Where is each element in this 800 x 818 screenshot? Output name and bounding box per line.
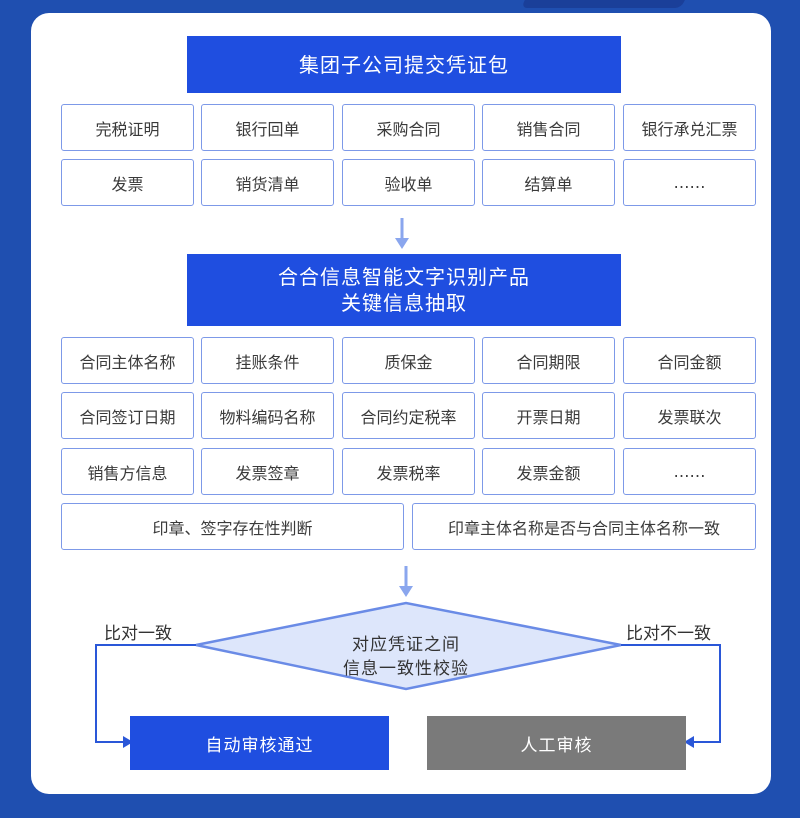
field-cell: 发票税率: [342, 448, 475, 495]
field-cell: 发票签章: [201, 448, 334, 495]
document-cell: 完税证明: [61, 104, 194, 151]
field-cell: ……: [623, 448, 756, 495]
right-branch-line: [621, 644, 721, 743]
decision-text: 对应凭证之间 信息一致性校验: [281, 633, 531, 681]
flow-panel: 集团子公司提交凭证包 完税证明 银行回单 采购合同 销售合同 银行承兑汇票 发票…: [31, 13, 771, 794]
field-cell: 合同金额: [623, 337, 756, 384]
background-decoration: [521, 0, 699, 8]
document-cell: ……: [623, 159, 756, 206]
field-cell: 合同主体名称: [61, 337, 194, 384]
field-cell: 开票日期: [482, 392, 615, 439]
document-cell: 销售合同: [482, 104, 615, 151]
auto-approve-box: 自动审核通过: [130, 716, 389, 770]
match-label: 比对一致: [104, 624, 172, 644]
submit-voucher-box: 集团子公司提交凭证包: [187, 36, 621, 93]
field-cell: 质保金: [342, 337, 475, 384]
field-cell: 销售方信息: [61, 448, 194, 495]
ocr-product-box: 合合信息智能文字识别产品 关键信息抽取: [187, 254, 621, 326]
document-cell: 销货清单: [201, 159, 334, 206]
decision-flow-graphic: [95, 601, 721, 748]
document-cell: 验收单: [342, 159, 475, 206]
check-cell-seal-name-match: 印章主体名称是否与合同主体名称一致: [412, 503, 756, 550]
left-branch-line: [95, 644, 196, 743]
ocr-product-subtitle: 关键信息抽取: [341, 291, 467, 315]
field-cell: 挂账条件: [201, 337, 334, 384]
field-cell: 合同约定税率: [342, 392, 475, 439]
document-cell: 银行回单: [201, 104, 334, 151]
field-cell: 合同签订日期: [61, 392, 194, 439]
field-cell: 发票金额: [482, 448, 615, 495]
arrow-down-icon: [395, 218, 409, 249]
document-cell: 发票: [61, 159, 194, 206]
manual-review-box: 人工审核: [427, 716, 686, 770]
field-cell: 物料编码名称: [201, 392, 334, 439]
check-cell-seal-existence: 印章、签字存在性判断: [61, 503, 404, 550]
document-cell: 银行承兑汇票: [623, 104, 756, 151]
mismatch-label: 比对不一致: [626, 624, 711, 644]
decision-line-2: 信息一致性校验: [343, 659, 469, 679]
field-cell: 发票联次: [623, 392, 756, 439]
ocr-product-title: 合合信息智能文字识别产品: [278, 265, 530, 289]
arrow-down-icon: [399, 566, 413, 597]
decision-line-1: 对应凭证之间: [352, 635, 460, 655]
right-branch-arrowhead: [684, 736, 694, 748]
left-branch-arrowhead: [123, 736, 133, 748]
submit-voucher-title: 集团子公司提交凭证包: [299, 52, 509, 77]
field-cell: 合同期限: [482, 337, 615, 384]
document-cell: 结算单: [482, 159, 615, 206]
document-cell: 采购合同: [342, 104, 475, 151]
